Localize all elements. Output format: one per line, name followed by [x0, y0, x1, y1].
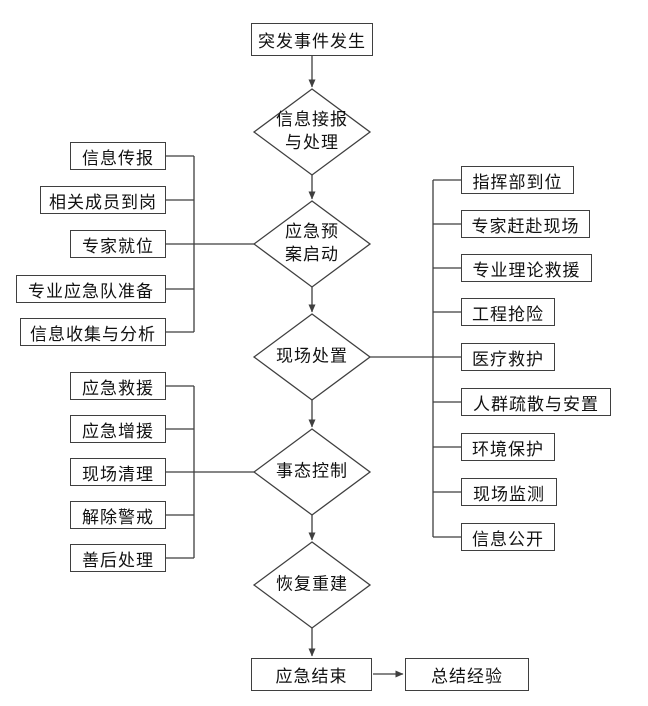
task-box: 工程抢险 [461, 298, 555, 326]
task-box: 环境保护 [461, 433, 555, 461]
task-box: 解除警戒 [70, 501, 166, 529]
task-box: 应急救援 [70, 372, 166, 400]
decision-diamond-outline [252, 313, 372, 401]
task-box: 现场清理 [70, 458, 166, 486]
task-box: 专家赶赴现场 [461, 210, 590, 238]
decision-diamond-outline [252, 541, 372, 629]
task-box: 相关成员到岗 [40, 186, 166, 214]
start-node: 突发事件发生 [251, 23, 373, 56]
decision-label-onsite-disposal: 现场处置 [276, 346, 348, 366]
task-box: 专业理论救援 [461, 254, 592, 282]
decision-diamond-outline [252, 88, 372, 176]
followup-node: 总结经验 [405, 658, 529, 691]
task-box: 专业应急队准备 [16, 275, 166, 303]
task-box: 现场监测 [461, 478, 557, 506]
task-box: 专家就位 [70, 230, 166, 258]
task-box: 人群疏散与安置 [461, 388, 611, 416]
task-box: 应急增援 [70, 415, 166, 443]
task-box: 善后处理 [70, 544, 166, 572]
task-box: 信息收集与分析 [20, 318, 166, 346]
task-box: 信息传报 [70, 142, 166, 170]
decision-label-situation-control: 事态控制 [276, 461, 348, 481]
decision-label-plan-activation: 应急预 案启动 [285, 222, 339, 264]
decision-label-recovery: 恢复重建 [276, 574, 348, 594]
task-box: 指挥部到位 [461, 166, 574, 194]
decision-diamond-outline [252, 428, 372, 516]
decision-label-info-handling: 信息接报 与处理 [276, 110, 348, 152]
end-node: 应急结束 [251, 658, 372, 691]
task-box: 医疗救护 [461, 343, 555, 371]
decision-diamond-outline [252, 200, 372, 288]
task-box: 信息公开 [461, 523, 555, 551]
